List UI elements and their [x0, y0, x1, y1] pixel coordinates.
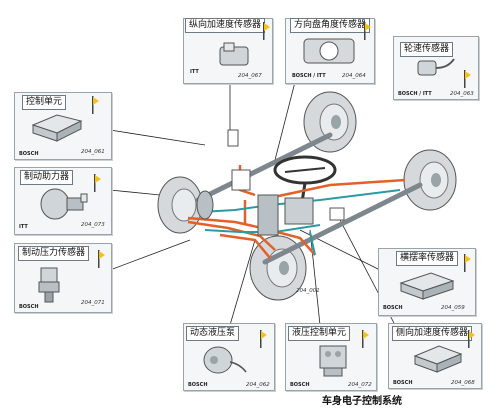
center-diagram-code: 204_001	[296, 288, 320, 294]
component-code: 204_059	[441, 305, 465, 311]
hydraulic-pump-image	[203, 346, 247, 374]
brand-text: BOSCH	[290, 382, 310, 388]
warning-flag-icon	[364, 22, 371, 40]
brand-text: BOSCH	[19, 151, 39, 157]
component-code: 204_063	[450, 91, 474, 97]
wheel-front-right	[303, 91, 357, 153]
brake-booster-image	[40, 188, 88, 220]
steering-angle-sensor-image	[303, 38, 355, 64]
central-hydraulic-block	[227, 129, 345, 236]
wheel-speed-sensor-image	[417, 58, 455, 76]
warning-flag-icon	[92, 96, 99, 114]
label-wheel-speed-sensor: 轮速传感器	[400, 42, 454, 57]
brand-text: BOSCH / ITT	[292, 73, 326, 79]
warning-flag-icon	[362, 330, 369, 348]
component-code: 204_072	[348, 382, 372, 388]
brand-text: ITT	[190, 69, 199, 75]
label-lateral-accel-sensor: 侧向加速度传感器	[392, 326, 473, 341]
lateral-accel-sensor-image	[413, 345, 463, 373]
wheel-front-left	[157, 176, 203, 234]
warning-flag-icon	[464, 254, 471, 272]
label-hydraulic-control-unit: 液压控制单元	[288, 326, 351, 341]
label-longitudinal-accel-sensor: 纵向加速度传感器	[185, 18, 266, 33]
brand-text: BOSCH	[19, 304, 39, 310]
diagram-caption: 车身电子控制系统	[322, 396, 402, 407]
label-steering-angle-sensor: 方向盘角度传感器	[290, 18, 371, 33]
brand-text: ITT	[19, 224, 28, 230]
longitudinal-accel-sensor-image	[219, 42, 249, 66]
component-code: 204_064	[342, 73, 366, 79]
brand-text: BOSCH	[383, 305, 403, 311]
component-code: 204_071	[81, 300, 105, 306]
hydraulic-control-unit-image	[319, 345, 347, 377]
label-control-unit: 控制单元	[22, 95, 67, 110]
brand-text: BOSCH	[393, 380, 413, 386]
warning-flag-icon	[263, 22, 270, 40]
component-code: 204_067	[238, 73, 262, 79]
component-code: 204_062	[246, 382, 270, 388]
car-brake-booster	[196, 190, 214, 220]
warning-flag-icon	[260, 330, 267, 348]
label-yaw-rate-sensor: 横摆率传感器	[396, 251, 459, 266]
control-unit-image	[31, 114, 83, 142]
label-brake-booster: 制动助力器	[20, 170, 74, 185]
brake-pressure-sensor-image	[38, 267, 60, 303]
component-code: 204_068	[451, 380, 475, 386]
yaw-rate-sensor-image	[399, 272, 455, 300]
label-brake-pressure-sensor: 制动压力传感器	[18, 246, 90, 261]
wheel-rear-right	[403, 149, 457, 211]
warning-flag-icon	[98, 250, 105, 268]
warning-flag-icon	[94, 174, 101, 192]
label-dynamic-hydraulic-pump: 动态液压泵	[186, 326, 240, 341]
brand-text: BOSCH	[188, 382, 208, 388]
component-code: 204_073	[81, 222, 105, 228]
warning-flag-icon	[468, 330, 475, 348]
brand-text: BOSCH / ITT	[398, 91, 432, 97]
component-code: 204_061	[81, 149, 105, 155]
warning-flag-icon	[464, 70, 471, 88]
